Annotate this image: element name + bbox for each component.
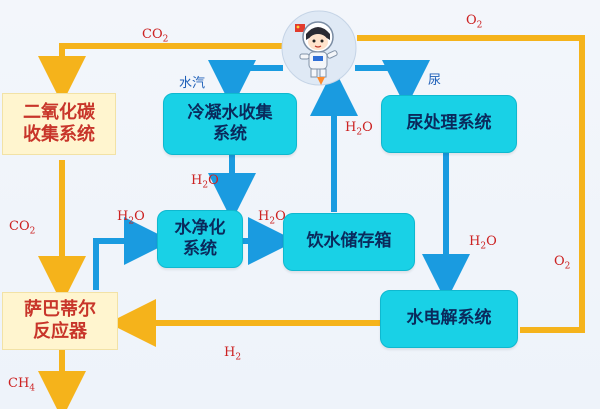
condensate-line-2: 系统	[213, 124, 247, 144]
h2o-label-sabatier: H2O	[117, 209, 145, 227]
h2-label: H2	[224, 345, 242, 363]
sabatier-line-2: 反应器	[33, 321, 87, 342]
sabatier-to-purify-line	[93, 217, 172, 290]
purify-line-2: 系统	[183, 239, 217, 259]
purify-line-1: 水净化	[174, 217, 226, 238]
co2-collection-box: 二氧化碳 收集系统	[2, 93, 116, 155]
electrolysis-label: 水电解系统	[406, 308, 492, 329]
sabatier-line-1: 萨巴蒂尔	[24, 298, 96, 320]
storage-label: 饮水储存箱	[306, 231, 392, 252]
h2o-label-condensate: H2O	[191, 173, 219, 191]
urine-label: 尿处理系统	[406, 113, 492, 134]
vapor-label: 水汽	[179, 76, 206, 91]
o2-label-top: O2	[466, 13, 483, 31]
h2o-label-purify: H2O	[258, 209, 286, 227]
o2-flow-top-line	[357, 35, 585, 333]
ch4-label: CH4	[8, 376, 36, 394]
co2-label-top: CO2	[142, 27, 169, 45]
o2-label-right: O2	[554, 254, 571, 272]
condensate-line-1: 冷凝水收集	[187, 102, 273, 123]
vapor-flow-line	[208, 60, 283, 108]
water-purification-box: 水净化 系统	[157, 210, 243, 268]
urine-flow-line	[355, 60, 430, 108]
co2-collection-line-1: 二氧化碳	[23, 101, 95, 123]
h2o-label-crew: H2O	[345, 120, 373, 138]
drinking-water-storage-box: 饮水储存箱	[283, 213, 415, 271]
co2-collection-line-2: 收集系统	[23, 124, 95, 145]
h2o-label-urine: H2O	[469, 234, 497, 252]
co2-flow-top-line	[38, 43, 282, 104]
co2-label-left: CO2	[9, 219, 36, 237]
urine-processing-box: 尿处理系统	[381, 95, 517, 153]
water-electrolysis-box: 水电解系统	[380, 290, 518, 348]
astronaut-icon	[281, 10, 357, 86]
sabatier-reactor-box: 萨巴蒂尔 反应器	[2, 292, 118, 350]
urine-flow-label: 尿	[428, 73, 442, 88]
condensate-collection-box: 冷凝水收集 系统	[163, 93, 297, 155]
